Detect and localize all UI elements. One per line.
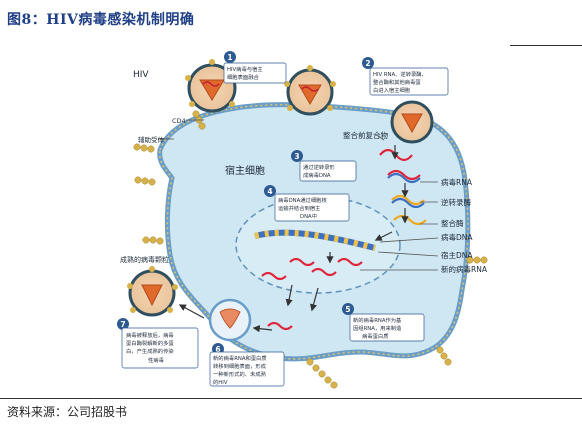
svg-text:2: 2 <box>365 59 370 68</box>
step-5-number-badge <box>342 303 354 315</box>
reverse-transcription <box>379 148 427 226</box>
reverse-transcriptase-label: 逆转录酶 <box>441 197 471 207</box>
hiv-virion <box>284 65 336 116</box>
step-4-number-badge <box>264 185 276 197</box>
svg-text:6: 6 <box>215 345 220 354</box>
hiv-virion <box>185 59 239 113</box>
svg-text:4: 4 <box>267 187 272 196</box>
step-7-number-badge <box>117 318 129 330</box>
svg-text:1: 1 <box>227 53 232 62</box>
svg-text:新的病毒RNA作为基因组RNA，用来制造病毒蛋白质: 新的病毒RNA作为基因组RNA，用来制造病毒蛋白质 <box>353 316 402 340</box>
svg-text:7: 7 <box>120 320 125 329</box>
svg-text:新的病毒RNA和蛋白质转移到细胞表面，形成一种新形式的、未成: 新的病毒RNA和蛋白质转移到细胞表面，形成一种新形式的、未成熟的HIV <box>213 354 267 386</box>
step-3: 3 通过逆转录形成病毒DNA <box>291 150 357 182</box>
step-1: 1 HIV病毒与宿主细胞表面融合 <box>223 51 287 84</box>
svg-text:HIV RNA、逆转录酶、整合酶和其他病毒蛋白进入宿主细胞: HIV RNA、逆转录酶、整合酶和其他病毒蛋白进入宿主细胞 <box>373 70 427 94</box>
footer-rule <box>0 398 582 399</box>
header-rule <box>510 45 582 46</box>
label-leaders <box>158 119 439 271</box>
step-5: 5 新的病毒RNA作为基因组RNA，用来制造病毒蛋白质 <box>342 303 425 342</box>
host-cell-label: 宿主细胞 <box>225 164 265 177</box>
step-2: 2 HIV RNA、逆转录酶、整合酶和其他病毒蛋白进入宿主细胞 <box>362 57 449 96</box>
svg-text:3: 3 <box>294 152 299 161</box>
host-dna-label: 宿主DNA <box>441 250 473 260</box>
cd4-label: CD4 <box>172 117 186 125</box>
mature-virion <box>127 266 178 317</box>
step-3-number-badge <box>291 150 303 162</box>
step-1-number-badge <box>224 51 236 63</box>
integrase-label: 整合酶 <box>441 218 464 228</box>
mature-virion-label: 成熟的病毒颗粒 <box>120 255 169 264</box>
preintegration-label: 整合前复合物 <box>343 130 388 140</box>
step-2-number-badge <box>362 57 374 69</box>
source-note: 资料来源：公司招股书 <box>7 405 128 419</box>
host-dna <box>254 229 376 251</box>
coreceptor-label: 辅助受体 <box>138 135 165 144</box>
figure-title: 图8：HIV病毒感染机制明确 <box>7 12 195 28</box>
new-viral-rna-label: 新的病毒RNA <box>441 264 488 274</box>
svg-text:通过逆转录形成病毒DNA: 通过逆转录形成病毒DNA <box>303 163 335 179</box>
process-arrows <box>178 145 409 333</box>
budding-virion <box>208 298 252 342</box>
step-7: 7 病毒被释放后，病毒蛋白酶裂解新的多蛋白，产生成熟的传染性病毒 <box>117 318 199 369</box>
svg-text:5: 5 <box>345 305 350 314</box>
new-viral-rna <box>261 257 363 331</box>
hiv-label: HIV <box>133 70 149 80</box>
step-6: 6 新的病毒RNA和蛋白质转移到细胞表面，形成一种新形式的、未成熟的HIV <box>209 343 285 387</box>
svg-text:病毒被释放后，病毒蛋白酶裂解新的多蛋白，产生成熟的传染性病毒: 病毒被释放后，病毒蛋白酶裂解新的多蛋白，产生成熟的传染性病毒 <box>126 331 174 364</box>
viral-rna-label: 病毒RNA <box>441 177 473 187</box>
fusing-virion <box>390 100 434 144</box>
svg-text:HIV病毒与宿主细胞表面融合: HIV病毒与宿主细胞表面融合 <box>227 65 263 81</box>
viral-dna-label: 病毒DNA <box>441 232 473 242</box>
